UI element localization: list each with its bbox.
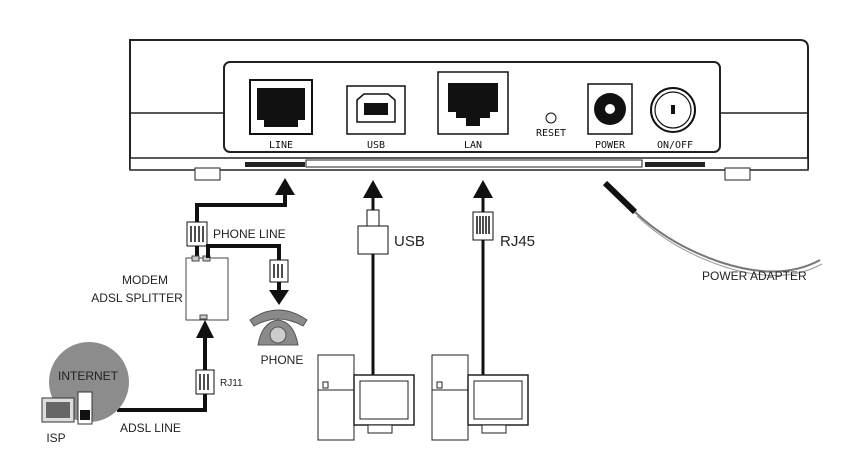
power-label: POWER <box>595 140 626 151</box>
power-adapter-cable <box>602 180 823 277</box>
power-jack <box>587 83 633 135</box>
arrow-up-icon <box>196 320 214 338</box>
adsl-cable <box>117 320 215 412</box>
line-port-label: LINE <box>269 140 293 151</box>
arrow-down-icon <box>269 290 289 305</box>
computer-icon <box>431 354 529 441</box>
reset-label: RESET <box>536 128 566 139</box>
usb-cable <box>357 180 389 380</box>
splitter-label: ADSL SPLITTER <box>91 291 183 305</box>
telephone-icon <box>249 309 308 346</box>
computer-icon <box>317 354 415 441</box>
power-switch[interactable] <box>650 87 696 133</box>
router: LINE USB LAN RESET POWER ON/ <box>129 39 809 181</box>
phone-cable <box>206 244 289 305</box>
reset-button[interactable] <box>545 112 557 124</box>
isp-label: ISP <box>46 431 65 445</box>
phone-line-label: PHONE LINE <box>213 227 286 241</box>
internet-label: INTERNET <box>58 369 119 383</box>
rj11-label: RJ11 <box>220 378 243 389</box>
rj11-connector-icon <box>186 221 208 247</box>
usb-connector-icon <box>357 225 389 255</box>
usb-port-label: USB <box>367 140 385 151</box>
lan-port <box>437 71 509 135</box>
rj11-connector-icon <box>269 259 289 283</box>
rj11-connector-icon <box>195 369 215 395</box>
rj45-cable <box>472 180 494 380</box>
phone-line-cable <box>186 178 295 260</box>
arrow-up-icon <box>275 178 295 195</box>
arrow-up-icon <box>473 180 493 198</box>
line-port <box>249 79 313 135</box>
onoff-label: ON/OFF <box>657 140 693 151</box>
rj45-label: RJ45 <box>500 233 535 250</box>
adsl-splitter <box>185 255 229 321</box>
adsl-line-label: ADSL LINE <box>120 421 181 435</box>
isp-computer-icon <box>41 391 93 425</box>
phone-label: PHONE <box>261 353 304 367</box>
modem-label: MODEM <box>122 273 168 287</box>
lan-port-label: LAN <box>464 140 482 151</box>
arrow-up-icon <box>363 180 383 198</box>
usb-port <box>346 85 406 135</box>
usb-label: USB <box>394 233 425 250</box>
power-adapter-label: POWER ADAPTER <box>702 269 807 283</box>
